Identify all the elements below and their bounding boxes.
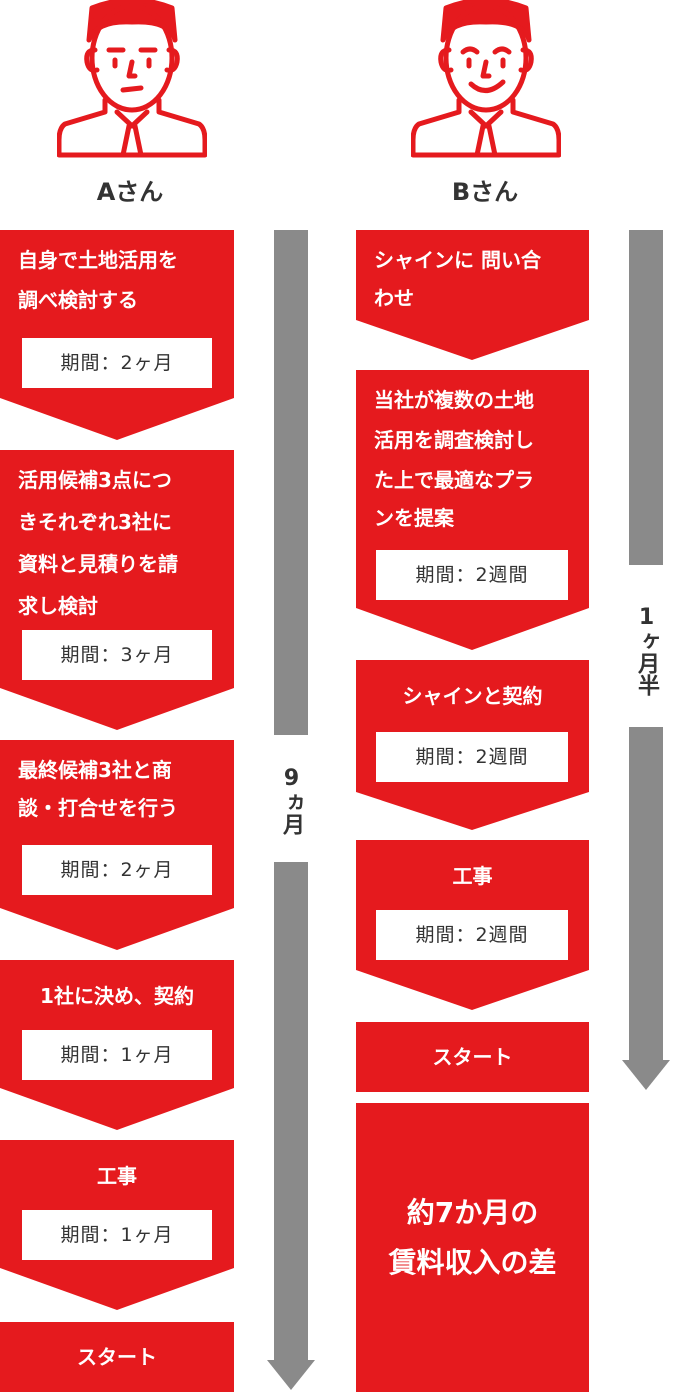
step-period: 期間：3ヶ月 — [22, 630, 212, 680]
step-chevron — [356, 792, 589, 830]
step-line: 談・打合せを行う — [18, 796, 178, 820]
person-b-duration-bar-top — [629, 230, 663, 565]
person-b-name: Bさん — [451, 178, 519, 206]
step-line: 資料と見積りを請 — [18, 552, 178, 576]
step-chevron — [0, 398, 234, 440]
person-smiling-icon — [411, 0, 561, 160]
step-line: 当社が複数の土地 — [374, 388, 534, 412]
person-a-step-5: 工事 期間：1ヶ月 — [0, 1140, 234, 1268]
step-line: ンを提案 — [374, 506, 454, 530]
step-line: 活用候補3点につ — [18, 468, 172, 492]
person-b-step-4: 工事 期間：2週間 — [356, 840, 589, 970]
summary-line: 約7か月の — [406, 1196, 539, 1229]
step-chevron — [356, 608, 589, 650]
person-a-start: スタート — [0, 1322, 234, 1392]
step-line: 活用を調査検討し — [374, 428, 534, 452]
person-b-duration-bar-bottom — [629, 727, 663, 1062]
step-period: 期間：2週間 — [376, 550, 568, 600]
step-period: 期間：2週間 — [376, 732, 568, 782]
step-period: 期間：1ヶ月 — [22, 1030, 212, 1080]
step-line: シャインと契約 — [402, 684, 543, 708]
person-a-name: Aさん — [96, 178, 164, 206]
person-neutral-icon — [57, 0, 207, 160]
step-line: 自身で土地活用を — [18, 248, 178, 272]
person-b-step-1: シャインに 問い合 わせ — [356, 230, 589, 320]
step-chevron — [0, 1088, 234, 1130]
step-line: 求し検討 — [18, 594, 98, 618]
person-a-step-1: 自身で土地活用を 調べ検討する 期間：2ヶ月 — [0, 230, 234, 398]
person-b-start: スタート — [356, 1022, 589, 1092]
start-label: スタート — [77, 1345, 157, 1369]
down-arrow-icon — [622, 1060, 670, 1090]
step-line: きそれぞれ3社に — [18, 510, 172, 534]
step-line: シャインに 問い合 — [374, 248, 541, 272]
person-b-step-2: 当社が複数の土地 活用を調査検討し た上で最適なプラ ンを提案 期間：2週間 — [356, 370, 589, 608]
step-period: 期間：2ヶ月 — [22, 338, 212, 388]
step-line: た上で最適なプラ — [374, 468, 534, 492]
step-line: 1社に決め、契約 — [40, 984, 194, 1008]
step-line: 最終候補3社と商 — [18, 758, 172, 782]
summary-line: 賃料収入の差 — [388, 1246, 557, 1279]
rent-income-difference-box: 約7か月の 賃料収入の差 — [356, 1103, 589, 1392]
person-a-duration-bar-bottom — [274, 862, 308, 1362]
step-chevron — [0, 1268, 234, 1310]
person-b-step-3: シャインと契約 期間：2週間 — [356, 660, 589, 792]
step-chevron — [356, 970, 589, 1010]
step-line: 工事 — [452, 864, 493, 888]
step-period: 期間：2ヶ月 — [22, 845, 212, 895]
person-a-step-4: 1社に決め、契約 期間：1ヶ月 — [0, 960, 234, 1088]
step-period: 期間：2週間 — [376, 910, 568, 960]
step-chevron — [356, 320, 589, 360]
person-b-duration-label: 1ヶ月半 — [634, 604, 659, 696]
start-label: スタート — [432, 1045, 513, 1069]
step-period: 期間：1ヶ月 — [22, 1210, 212, 1260]
person-a-step-3: 最終候補3社と商 談・打合せを行う 期間：2ヶ月 — [0, 740, 234, 908]
step-line: 調べ検討する — [18, 288, 138, 312]
down-arrow-icon — [267, 1360, 315, 1390]
step-line: わせ — [374, 286, 414, 310]
step-chevron — [0, 908, 234, 950]
step-line: 工事 — [97, 1164, 137, 1188]
person-a-duration-label: 9ヵ月 — [279, 765, 304, 835]
step-chevron — [0, 688, 234, 730]
person-a-duration-bar-top — [274, 230, 308, 735]
person-a-step-2: 活用候補3点につ きそれぞれ3社に 資料と見積りを請 求し検討 期間：3ヶ月 — [0, 450, 234, 688]
